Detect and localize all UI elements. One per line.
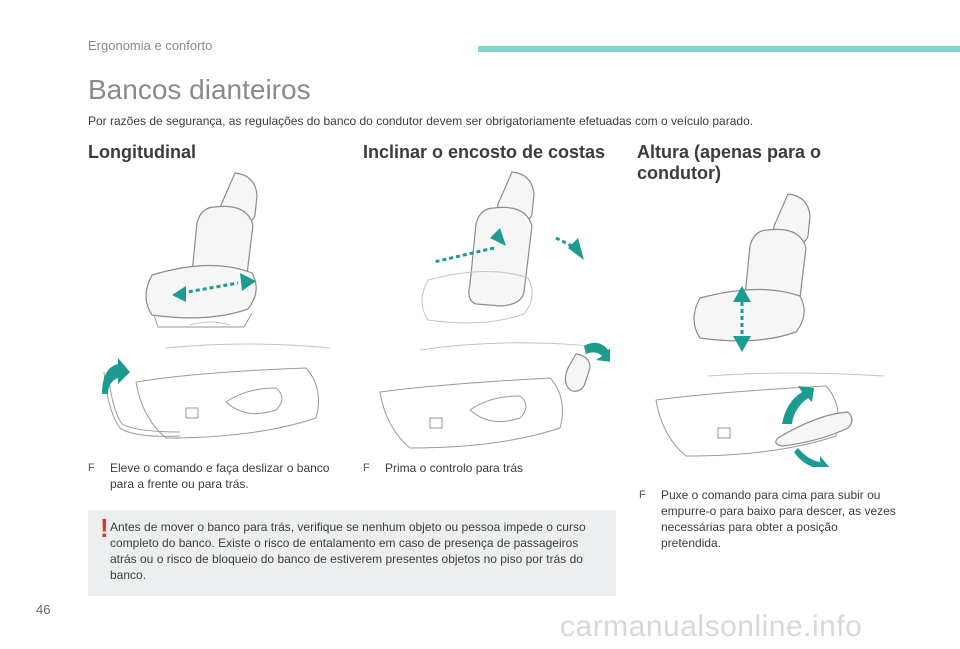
height-seat-illustration (693, 193, 811, 352)
warning-icon: ! (100, 513, 109, 543)
longitudinal-lever-illustration (102, 343, 331, 439)
warning-text: Antes de mover o banco para trás, verifi… (110, 520, 586, 582)
bullet-longitudinal: F Eleve o comando e faça deslizar o banc… (88, 460, 350, 492)
bullet-height: F Puxe o comando para cima para subir ou… (639, 487, 901, 551)
heading-recline: Inclinar o encosto de costas (363, 142, 606, 162)
intro-text: Por razões de segurança, as regulações d… (88, 114, 754, 128)
bullet-marker: F (88, 462, 95, 474)
bullet-text: Eleve o comando e faça deslizar o banco … (110, 461, 330, 491)
height-lever-illustration (655, 372, 885, 467)
section-accent-bar (478, 46, 960, 52)
bullet-marker: F (363, 462, 370, 474)
bullet-marker: F (639, 489, 646, 501)
bullet-recline: F Prima o controlo para trás (363, 460, 625, 476)
section-label: Ergonomia e conforto (88, 38, 213, 53)
recline-seat-illustration (421, 171, 584, 324)
heading-longitudinal: Longitudinal (88, 142, 196, 162)
bullet-text: Prima o controlo para trás (385, 461, 524, 475)
page-number: 46 (36, 602, 51, 617)
warning-box: ! Antes de mover o banco para trás, veri… (88, 510, 616, 596)
longitudinal-seat-illustration (145, 172, 258, 328)
bullet-text: Puxe o comando para cima para subir ou e… (661, 488, 896, 550)
recline-lever-illustration (379, 342, 610, 449)
heading-height: Altura (apenas para o condutor) (637, 142, 822, 183)
page-title: Bancos dianteiros (88, 74, 311, 105)
watermark: carmanualsonline.info (560, 610, 863, 643)
